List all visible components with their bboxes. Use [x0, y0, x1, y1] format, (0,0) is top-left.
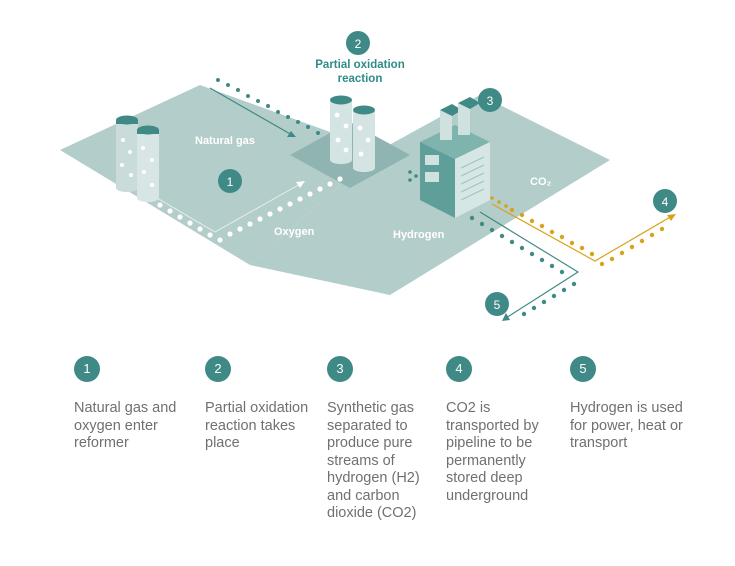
natural-gas-dots: [216, 78, 320, 135]
hydrogen-arrow-head: [502, 313, 510, 321]
marker-2-number: 2: [355, 37, 362, 51]
step-3-text: Synthetic gas separated to produce pure …: [327, 400, 420, 521]
inlet-arrow-head: [287, 131, 296, 137]
step-2-badge: 2: [205, 356, 231, 382]
marker-2: 2: [346, 31, 370, 55]
step-2: 2 Partial oxidation reaction takes place: [205, 356, 313, 453]
marker-5: 5: [485, 292, 509, 316]
oxygen-arrow-head: [296, 181, 305, 188]
co2-label: CO₂: [530, 176, 552, 188]
step-1: 1 Natural gas and oxygen enter reformer: [74, 356, 194, 453]
co2-arrow-head: [667, 214, 676, 221]
marker-4: 4: [653, 189, 677, 213]
step-3: 3 Synthetic gas separated to produce pur…: [327, 356, 435, 523]
hydrogen-route-line: [479, 211, 580, 319]
marker-4-number: 4: [662, 195, 669, 209]
step-5-badge: 5: [570, 356, 596, 382]
separation-plant: [420, 97, 490, 218]
plant-outlet-dots: [408, 170, 418, 182]
step-5-text: Hydrogen is used for power, heat or tran…: [570, 400, 683, 451]
marker-1: 1: [218, 169, 242, 193]
step-5: 5 Hydrogen is used for power, heat or tr…: [570, 356, 690, 453]
step-2-text: Partial oxidation reaction takes place: [205, 400, 309, 451]
hydrogen-dots: [469, 215, 577, 317]
oxygen-label: Oxygen: [274, 226, 315, 238]
step-1-badge: 1: [74, 356, 100, 382]
marker-3-number: 3: [487, 94, 494, 108]
co2-route-line: [491, 203, 673, 262]
step-4: 4 CO2 is transported by pipeline to be p…: [446, 356, 558, 505]
reactor-cylinder-right: [353, 105, 375, 172]
step-3-badge: 3: [327, 356, 353, 382]
step-4-text: CO2 is transported by pipeline to be per…: [446, 400, 539, 504]
co2-dots: [509, 207, 665, 267]
step-1-text: Natural gas and oxygen enter reformer: [74, 400, 177, 451]
marker-1-number: 1: [227, 175, 234, 189]
storage-cylinder-front: [137, 125, 159, 202]
storage-cylinder-back: [116, 115, 138, 192]
natural-gas-label: Natural gas: [195, 135, 255, 147]
oxygen-guide: [134, 182, 303, 233]
plant-co2-dots: [490, 196, 508, 208]
oxygen-dots: [157, 176, 343, 243]
step-4-badge: 4: [446, 356, 472, 382]
hydrogen-label: Hydrogen: [393, 229, 445, 241]
marker-5-number: 5: [494, 298, 501, 312]
reactor-cylinder-left: [330, 95, 352, 164]
marker-3: 3: [478, 88, 502, 112]
inlet-arrow: [209, 87, 293, 136]
